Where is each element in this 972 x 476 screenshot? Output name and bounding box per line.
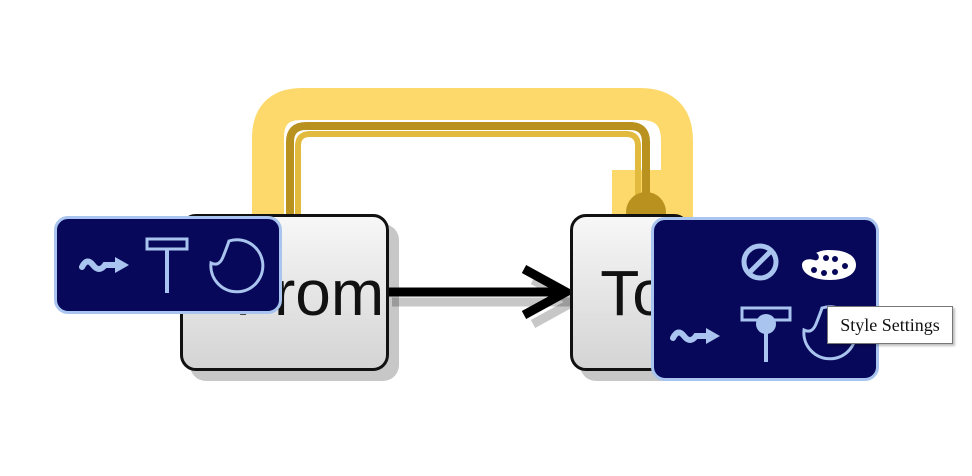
connection-arrow-head [521,265,576,319]
node-toolbar-to [651,217,879,381]
connection-gap [320,158,612,218]
shape-tool-icon[interactable] [207,237,265,295]
text-anchor-tool-icon[interactable] [738,304,794,366]
selected-connection[interactable] [286,122,650,228]
text-tool-icon[interactable] [145,237,189,295]
connection-gap-right [612,158,626,170]
selected-connection-inner [295,131,641,228]
route-tool-icon[interactable] [79,253,131,279]
selected-connection-halo [252,88,693,228]
style-settings-tooltip: Style Settings [827,306,953,344]
route-tool-icon[interactable] [670,324,722,350]
node-toolbar-from [54,216,282,314]
palette-icon[interactable] [800,248,858,282]
delete-icon[interactable] [740,242,780,282]
